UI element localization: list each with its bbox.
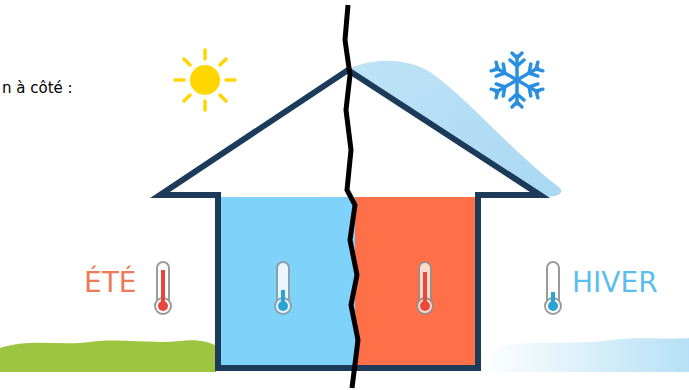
thermometer-hot [155,262,171,314]
season-label: HIVER [572,268,658,299]
sun-icon [175,50,235,110]
snowflake-icon [490,53,544,107]
intro-text: n à côté : [2,80,73,97]
season-label: ÉTÉ [84,268,137,299]
warm-interior [355,197,476,368]
thermometer-cold [545,262,561,314]
thermometer-warm-inside [417,262,433,314]
grass [0,340,216,372]
roof-snow [348,61,561,197]
snow-ground [482,338,689,372]
thermometer-cool-inside [275,262,291,314]
split-line [345,5,358,388]
house-outline [160,70,540,368]
cool-interior [220,197,355,368]
